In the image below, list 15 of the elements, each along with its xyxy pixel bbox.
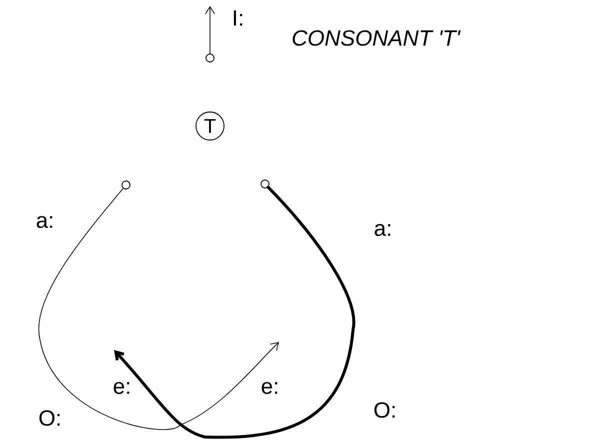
arrow bbox=[205, 6, 215, 54]
start-circle bbox=[206, 54, 214, 62]
vowel-label: e: bbox=[262, 382, 278, 394]
vowel-label: I: bbox=[234, 10, 242, 26]
start-circle bbox=[122, 180, 130, 190]
circled-letter: T bbox=[196, 112, 224, 140]
vowel-label: O: bbox=[374, 402, 395, 418]
vowel-label: a: bbox=[36, 216, 52, 228]
arrow bbox=[38, 188, 279, 430]
vowel-label: O: bbox=[39, 410, 60, 426]
vowel-label: e: bbox=[114, 382, 130, 394]
arrow bbox=[114, 186, 356, 439]
vowel-label: a: bbox=[374, 224, 390, 236]
start-circle bbox=[260, 180, 270, 188]
title: CONSONANT 'T' bbox=[292, 30, 461, 46]
